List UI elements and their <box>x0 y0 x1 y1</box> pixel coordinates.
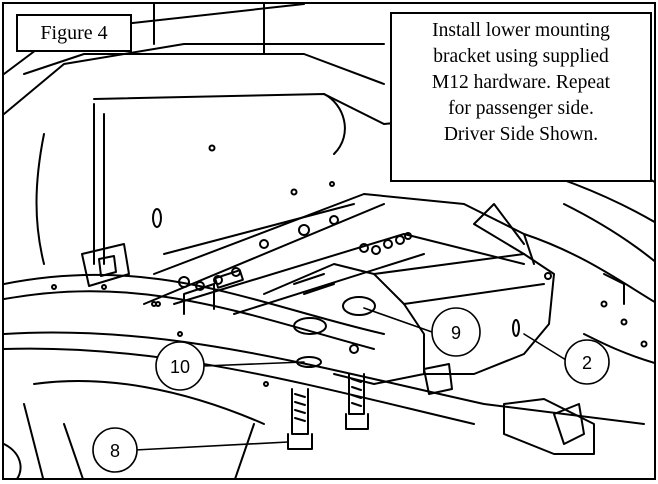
callout-label-9: 9 <box>451 323 461 343</box>
left-clip <box>81 243 130 287</box>
callout-label-10: 10 <box>170 357 190 377</box>
leader-10 <box>203 361 305 367</box>
instruction-line: M12 hardware. Repeat <box>431 72 611 93</box>
lower-crossmember <box>4 273 645 478</box>
instruction-line: Driver Side Shown. <box>443 124 599 145</box>
callout-circle-8 <box>92 427 138 473</box>
figure-label: Figure 4 <box>16 14 132 52</box>
instruction-line: bracket using supplied <box>433 46 609 67</box>
callout-circle-10 <box>155 341 205 391</box>
callout-label-2: 2 <box>582 353 592 373</box>
instruction-line: Install lower mounting <box>432 20 610 41</box>
leader-8 <box>134 441 289 451</box>
leader-9 <box>363 307 433 333</box>
callout-circles <box>92 307 610 473</box>
callout-label-8: 8 <box>110 441 120 461</box>
instruction-line: for passenger side. <box>448 98 594 119</box>
instruction-box: Install lower mounting bracket using sup… <box>390 12 652 182</box>
callout-circle-2 <box>564 339 610 385</box>
callout-circle-9 <box>431 307 481 357</box>
mounting-channel <box>143 193 535 315</box>
leader-2 <box>523 333 567 361</box>
bracket-installation-drawing: 2 8 9 10 <box>4 4 654 478</box>
m12-bolts <box>287 356 369 450</box>
callout-leaders <box>134 307 567 451</box>
